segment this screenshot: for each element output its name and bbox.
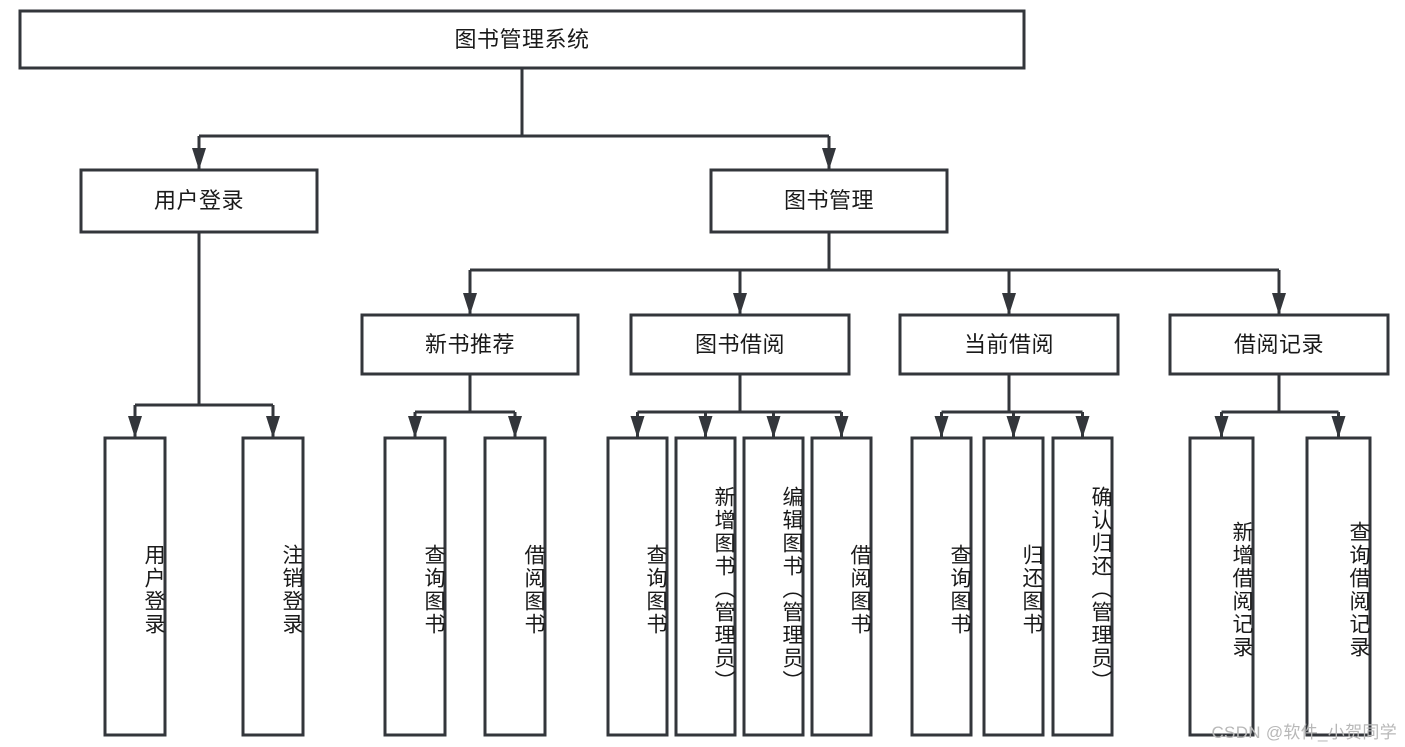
node-box-bb-edit-book[interactable]: [742, 436, 805, 737]
node-box-cb-confirm-return[interactable]: [1051, 436, 1114, 737]
arrow-head-icon-user-login-leaf: [128, 416, 142, 438]
arrow-head-icon-current-borrow: [1002, 293, 1016, 315]
arrow-head-icon-br-add-record: [1214, 416, 1229, 438]
arrow-head-icon-book-management: [822, 148, 836, 170]
node-boxes: [18, 9, 1390, 737]
node-box-cb-query-book[interactable]: [910, 436, 973, 737]
node-box-bb-borrow-book[interactable]: [810, 436, 873, 737]
node-box-bb-add-book[interactable]: [674, 436, 737, 737]
arrow-head-icon-nbr-borrow-book: [508, 416, 522, 438]
watermark-text: CSDN @软件_小贺同学: [1211, 723, 1397, 742]
node-box-book-management[interactable]: [709, 168, 949, 234]
node-box-cb-return-book[interactable]: [982, 436, 1045, 737]
node-box-br-query-record[interactable]: [1305, 436, 1372, 737]
arrow-head-icon-bb-borrow-book: [834, 416, 849, 438]
arrow-head-icon-book-borrow: [733, 293, 747, 315]
node-box-br-add-record[interactable]: [1188, 436, 1255, 737]
arrow-head-icon-cb-return-book: [1006, 416, 1021, 438]
arrow-head-icon-nbr-query-book: [408, 416, 422, 438]
node-box-user-login[interactable]: [79, 168, 319, 234]
arrow-head-icon-cb-confirm-return: [1075, 416, 1090, 438]
node-box-new-book-recommend[interactable]: [360, 313, 580, 376]
arrow-head-icon-bb-add-book: [698, 416, 713, 438]
arrow-head-icon-bb-edit-book: [766, 416, 781, 438]
node-box-book-borrow[interactable]: [629, 313, 851, 376]
arrow-head-icon-user-login: [192, 148, 206, 170]
node-box-current-borrow[interactable]: [898, 313, 1120, 376]
arrow-head-icon-new-book-recommend: [463, 293, 477, 315]
node-box-nbr-query-book[interactable]: [383, 436, 447, 737]
node-box-root[interactable]: [18, 9, 1026, 70]
arrow-head-icon-bb-query-book: [630, 416, 645, 438]
connector-lines: [128, 68, 1346, 438]
node-box-bb-query-book[interactable]: [606, 436, 669, 737]
node-box-user-login-leaf[interactable]: [103, 436, 167, 737]
node-box-nbr-borrow-book[interactable]: [483, 436, 547, 737]
node-box-borrow-record[interactable]: [1168, 313, 1390, 376]
arrow-head-icon-cb-query-book: [934, 416, 949, 438]
arrow-head-icon-br-query-record: [1331, 416, 1346, 438]
arrow-head-icon-user-logout-leaf: [266, 416, 280, 438]
arrow-head-icon-borrow-record: [1272, 293, 1286, 315]
node-box-user-logout-leaf[interactable]: [241, 436, 305, 737]
